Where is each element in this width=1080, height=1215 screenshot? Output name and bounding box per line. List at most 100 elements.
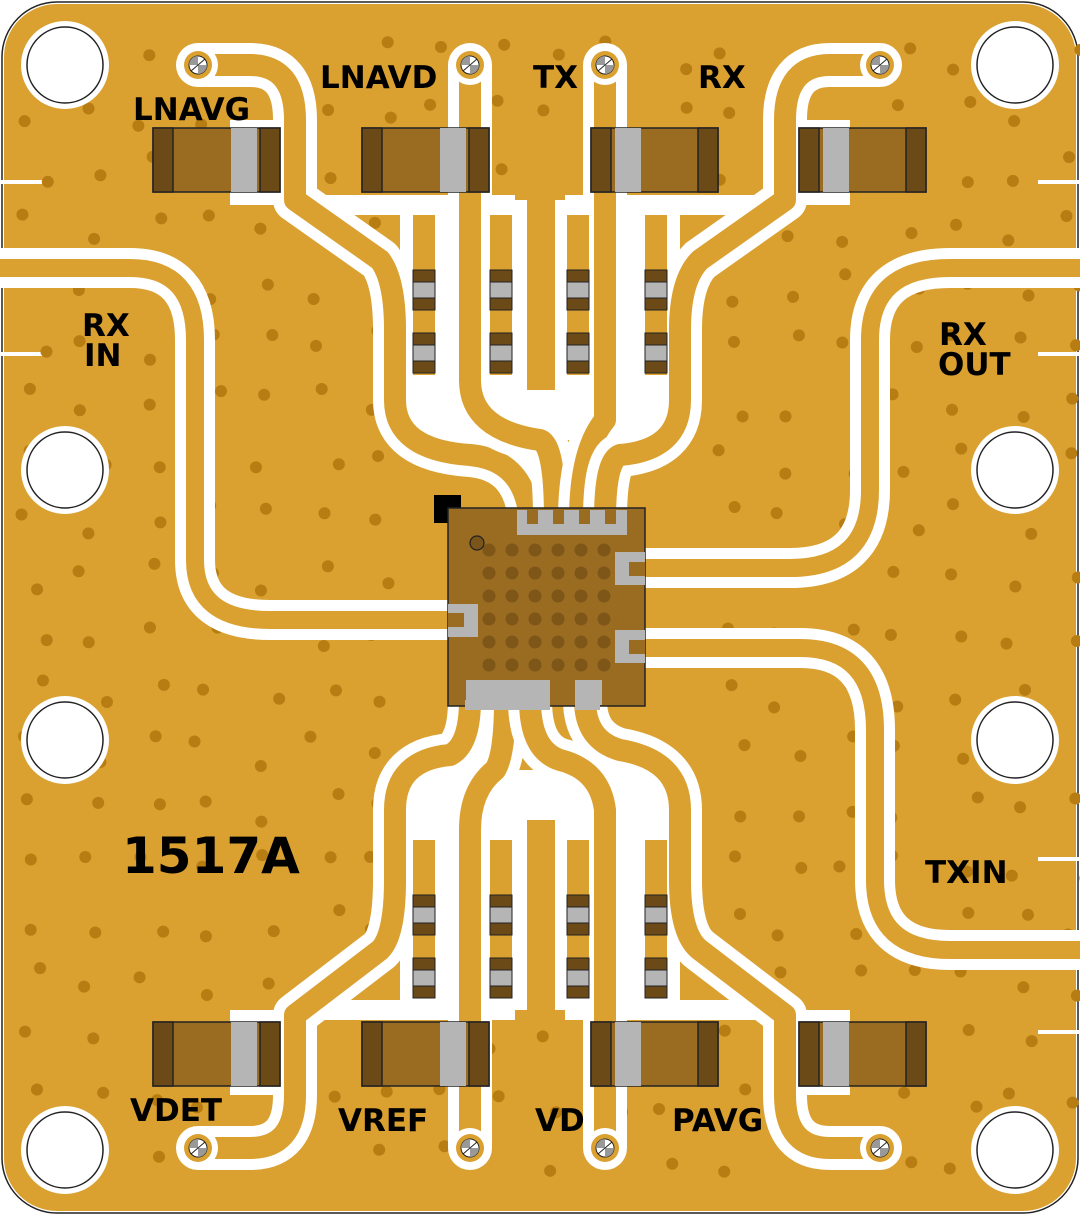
via (1017, 981, 1030, 994)
thermal-via (505, 635, 519, 649)
thermal-via (528, 612, 542, 626)
via (153, 798, 166, 811)
thermal-via (482, 543, 496, 557)
via (330, 684, 343, 697)
via (1025, 1035, 1038, 1048)
via (97, 1086, 110, 1099)
via (368, 216, 381, 229)
part-number: 1517A (122, 827, 300, 885)
via (20, 793, 33, 806)
via (910, 341, 923, 354)
thermal-via (528, 543, 542, 557)
mounting-hole (26, 701, 104, 779)
via (728, 500, 741, 513)
via (537, 104, 550, 117)
via (1063, 151, 1076, 164)
mounting-hole (976, 1111, 1054, 1189)
via (381, 36, 394, 49)
via (1071, 571, 1080, 584)
via (1074, 43, 1080, 56)
label-rx: RX (698, 60, 746, 96)
via (1008, 114, 1021, 127)
resistor (489, 894, 513, 936)
via (712, 444, 725, 457)
via (19, 1025, 32, 1038)
via (905, 1156, 918, 1169)
resistor (412, 957, 436, 999)
via (779, 467, 792, 480)
via (373, 1143, 386, 1156)
via (87, 1032, 100, 1045)
via (153, 1150, 166, 1163)
via (723, 106, 736, 119)
via (739, 1083, 752, 1096)
via (727, 335, 740, 348)
via (1065, 447, 1078, 460)
capacitor (590, 1021, 719, 1087)
via (855, 964, 868, 977)
via (151, 1094, 164, 1107)
test-point (178, 1128, 218, 1168)
thermal-via (482, 635, 496, 649)
via (15, 508, 28, 521)
via (884, 628, 897, 641)
via (779, 410, 792, 423)
thermal-via (574, 658, 588, 672)
via (1022, 289, 1035, 302)
via (373, 695, 386, 708)
via (199, 795, 212, 808)
thermal-via (482, 658, 496, 672)
via (970, 1100, 983, 1113)
resistor (644, 332, 668, 374)
via (946, 403, 959, 416)
capacitor (361, 1021, 490, 1087)
via (73, 335, 86, 348)
via (100, 695, 113, 708)
via (949, 693, 962, 706)
via (839, 268, 852, 281)
test-point (585, 45, 625, 85)
test-points (178, 45, 900, 1168)
via (738, 739, 751, 752)
resistor (644, 957, 668, 999)
via (267, 925, 280, 938)
via (891, 99, 904, 112)
thermal-via (597, 635, 611, 649)
via (898, 1086, 911, 1099)
thermal-via (574, 589, 588, 603)
capacitor (798, 127, 927, 193)
capacitor (152, 1021, 281, 1087)
thermal-via (505, 543, 519, 557)
via (261, 278, 274, 291)
thermal-via (528, 635, 542, 649)
via (897, 465, 910, 478)
via (148, 557, 161, 570)
rf-traces (0, 248, 1080, 970)
pin1-dot (469, 535, 485, 551)
via (40, 345, 53, 358)
thermal-via (505, 589, 519, 603)
via (143, 49, 156, 62)
via (962, 906, 975, 919)
via (904, 42, 917, 55)
via (94, 169, 107, 182)
via (434, 41, 447, 54)
via (157, 678, 170, 691)
via (718, 1024, 731, 1037)
via (256, 849, 269, 862)
label-tx: TX (533, 60, 578, 96)
via (315, 382, 328, 395)
via (199, 930, 212, 943)
via (908, 964, 921, 977)
label-pavg: PAVG (672, 1103, 763, 1139)
resistor (566, 269, 590, 311)
via (332, 788, 345, 801)
test-point (860, 1128, 900, 1168)
via (88, 232, 101, 245)
mounting-hole (26, 1111, 104, 1189)
via (322, 104, 335, 117)
via (836, 235, 849, 248)
test-point (585, 1128, 625, 1168)
mounting-hole (976, 26, 1054, 104)
